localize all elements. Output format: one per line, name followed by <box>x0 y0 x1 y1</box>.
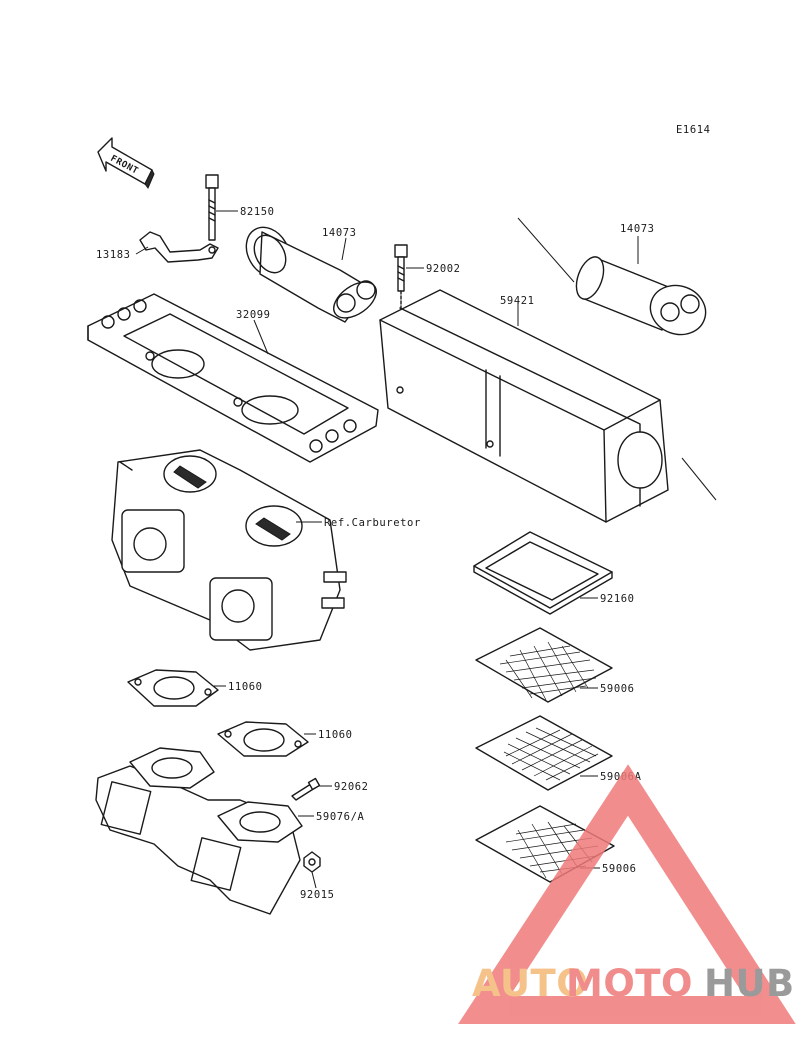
gasket-92160 <box>473 531 613 615</box>
watermark-triangle-icon <box>458 764 796 1024</box>
gasket-11060-b <box>217 721 309 757</box>
label-92015: 92015 <box>300 889 335 901</box>
label-14073-right: 14073 <box>620 223 655 235</box>
label-59006-top: 59006 <box>600 683 635 695</box>
label-82150: 82150 <box>240 206 275 218</box>
watermark-auto: AUTO <box>472 962 588 1005</box>
intake-tube-14073-left <box>245 226 377 323</box>
bracket-13183 <box>139 231 219 263</box>
label-carburetor: Ref.Carburetor <box>324 517 421 529</box>
front-arrow-icon: FRONT <box>97 137 155 189</box>
label-92062: 92062 <box>334 781 369 793</box>
bolt-82150 <box>205 174 219 241</box>
label-59006-bottom: 59006 <box>602 863 637 875</box>
label-11060-b: 11060 <box>318 729 353 741</box>
label-59421: 59421 <box>500 295 535 307</box>
manifold-59076 <box>95 747 303 915</box>
air-box-59421 <box>379 289 669 523</box>
label-13183: 13183 <box>96 249 131 261</box>
diagram-code: E1614 <box>676 124 711 136</box>
screen-59006A <box>475 715 613 791</box>
label-92002: 92002 <box>426 263 461 275</box>
gasket-11060-a <box>127 669 219 707</box>
label-59076: 59076/A <box>316 811 365 823</box>
watermark-moto: MOTO <box>566 962 693 1005</box>
intake-tube-14073-right <box>575 256 707 336</box>
watermark-hub: HUB <box>704 962 795 1005</box>
carburetor-assembly <box>111 449 347 651</box>
label-14073-left: 14073 <box>322 227 357 239</box>
label-92160: 92160 <box>600 593 635 605</box>
label-32099: 32099 <box>236 309 271 321</box>
screen-59006-top <box>475 627 613 703</box>
nut-92015 <box>303 851 321 873</box>
intake-plate-32099 <box>87 293 379 463</box>
watermark-text: AUTO MOTO HUB <box>472 962 795 1005</box>
watermark-logo <box>458 764 796 1024</box>
label-11060-a: 11060 <box>228 681 263 693</box>
stud-92062 <box>291 777 321 801</box>
